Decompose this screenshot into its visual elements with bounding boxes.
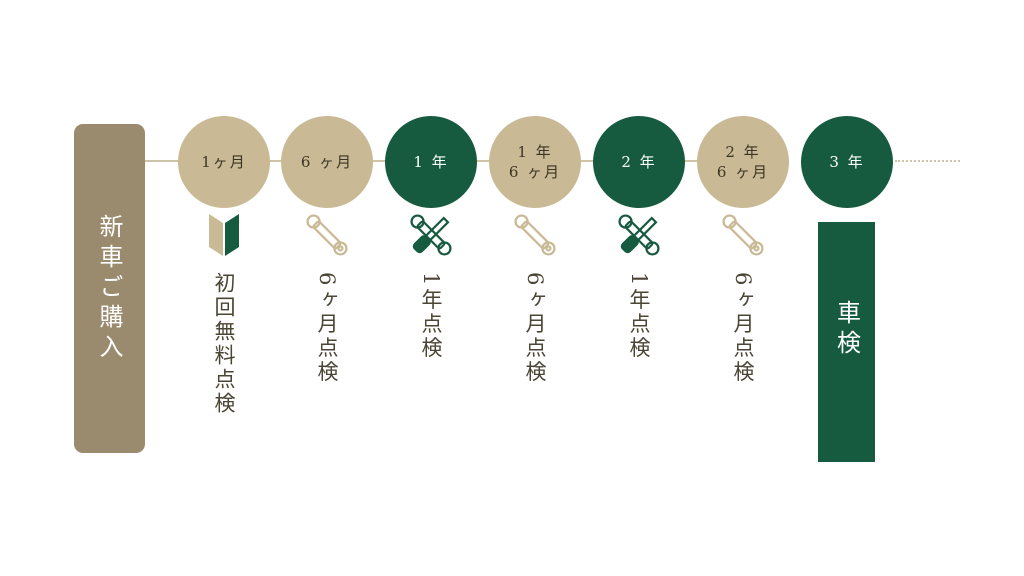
milestone-1-year: 1 年 bbox=[385, 116, 477, 208]
shaken-box: 車検 bbox=[818, 222, 875, 462]
wrench-icon bbox=[306, 214, 348, 256]
six-month-inspection-label: 6ヶ月点検 bbox=[523, 272, 547, 385]
milestone-2-years: 2 年 bbox=[593, 116, 685, 208]
purchase-label: 新車ご購入 bbox=[95, 213, 123, 364]
beginner-mark-icon bbox=[209, 214, 239, 256]
six-month-inspection-label: 6ヶ月点検 bbox=[731, 272, 755, 385]
wrench-screwdriver-icon bbox=[410, 214, 452, 256]
first-free-inspection-label: 初回無料点検 bbox=[212, 272, 236, 416]
milestone-6-months: 6 ヶ月 bbox=[281, 116, 373, 208]
one-year-inspection-label: 1年点検 bbox=[419, 272, 443, 361]
one-year-inspection-label: 1年点検 bbox=[627, 272, 651, 361]
milestone-1-month: 1ヶ月 bbox=[178, 116, 270, 208]
wrench-icon bbox=[722, 214, 764, 256]
shaken-label: 車検 bbox=[832, 300, 861, 360]
wrench-icon bbox=[514, 214, 556, 256]
wrench-screwdriver-icon bbox=[618, 214, 660, 256]
purchase-start-box: 新車ご購入 bbox=[74, 124, 145, 453]
milestone-3-years: 3 年 bbox=[801, 116, 893, 208]
timeline-continuation bbox=[895, 160, 960, 162]
six-month-inspection-label: 6ヶ月点検 bbox=[315, 272, 339, 385]
milestone-2-years-6-months: 2 年 6 ヶ月 bbox=[697, 116, 789, 208]
milestone-1-year-6-months: 1 年 6 ヶ月 bbox=[489, 116, 581, 208]
